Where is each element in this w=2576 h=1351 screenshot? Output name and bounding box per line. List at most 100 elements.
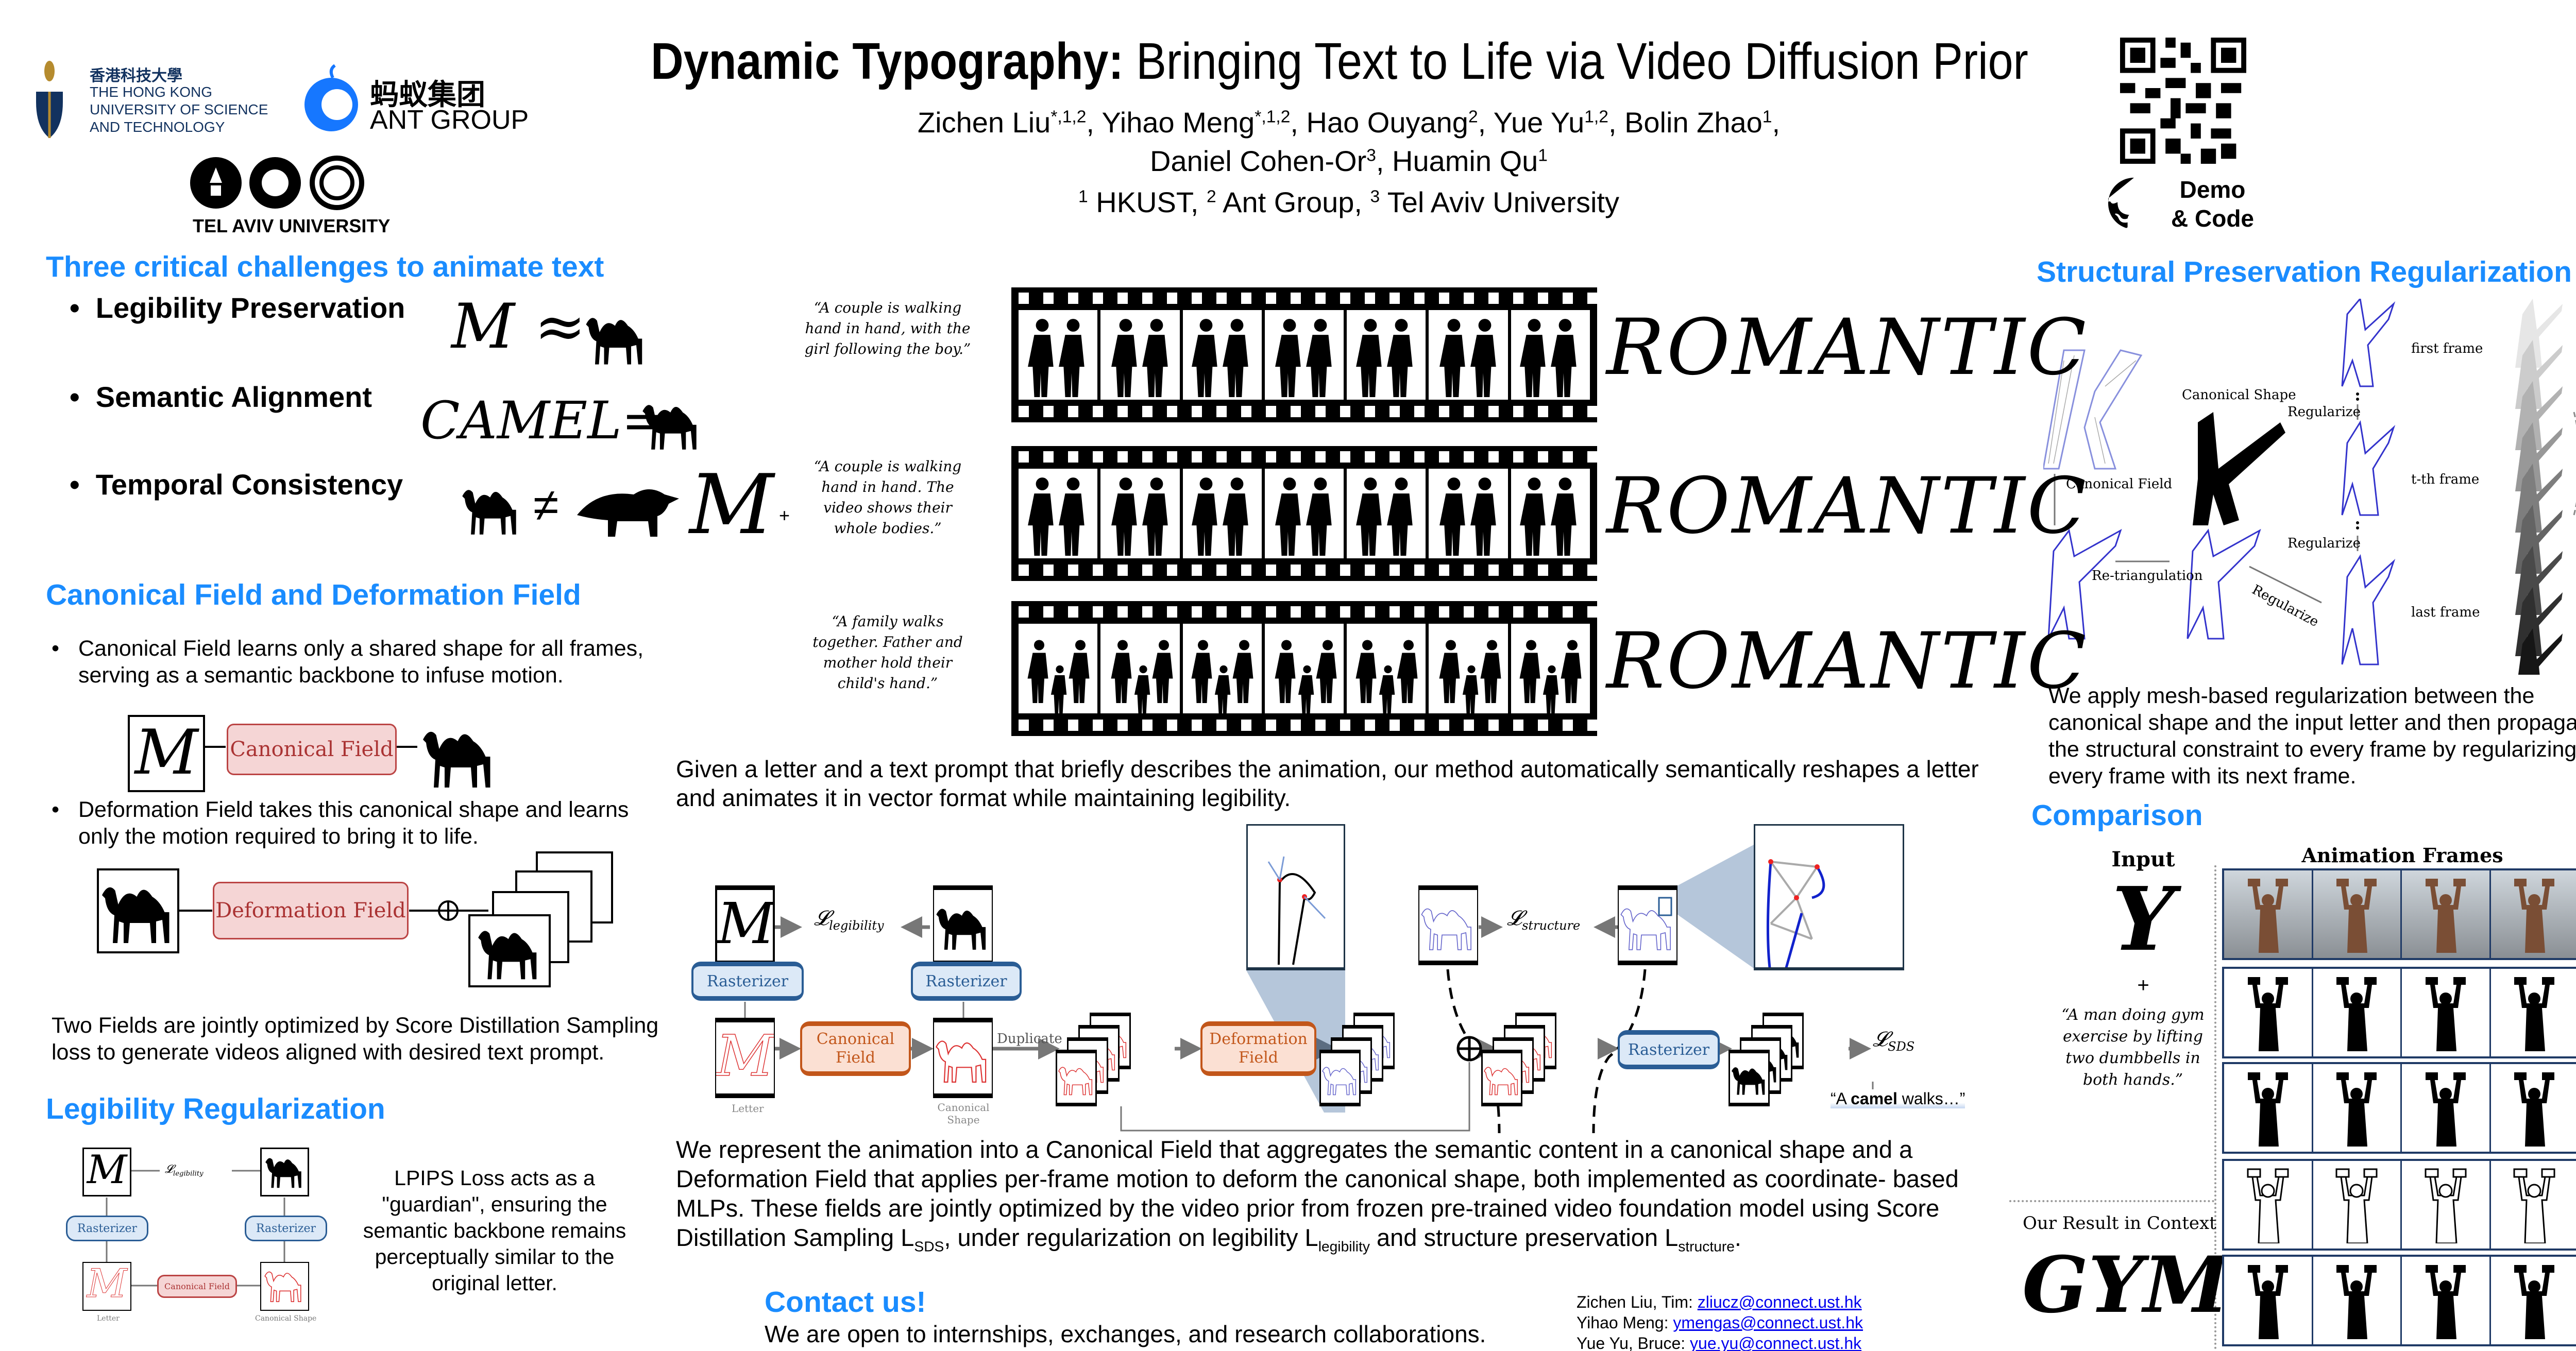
video-frame: [1100, 310, 1180, 400]
video-frame: [1019, 624, 1098, 713]
animated-word: ROMANTIC: [1606, 461, 2089, 551]
comparison-row: [2222, 967, 2576, 1058]
photo-frame: [2425, 879, 2466, 953]
contact-entry: Yue Yu, Bruce: yue.yu@connect.ust.hk: [1577, 1333, 1863, 1351]
affiliation-name: Ant Group,: [1216, 186, 1370, 218]
video-frame: [1429, 624, 1508, 713]
method-description: We represent the animation into a Canoni…: [676, 1135, 1995, 1261]
comparison-row: [2222, 1062, 2576, 1154]
mesh-label-first-frame: first frame: [2411, 341, 2483, 356]
demo-code-link[interactable]: Demo & Code: [2171, 175, 2254, 233]
loss-subscript: legibility: [829, 918, 884, 933]
loss-subscript: legibility: [173, 1170, 204, 1178]
photo-frame: [2336, 879, 2377, 953]
ant-bubble-icon: [304, 64, 358, 131]
legibility-description: LPIPS Loss acts as a "guardian", ensurin…: [363, 1166, 626, 1295]
mesh-label-canonical-field: Canonical Field: [2066, 476, 2173, 492]
title-rest: Bringing Text to Life via Video Diffusio…: [1123, 32, 2028, 90]
rasterizer-box: Rasterizer: [66, 1216, 148, 1241]
desc-text: We represent the animation into a Canoni…: [676, 1136, 1959, 1251]
ghost-frame-silhouette: [2515, 587, 2563, 656]
video-frame: [1182, 310, 1262, 400]
silhouette-figure: [1355, 477, 1413, 556]
plus-symbol: +: [2137, 974, 2149, 997]
lifter-silhouette: [2336, 1265, 2377, 1339]
contact-name: Yihao Meng:: [1577, 1313, 1673, 1332]
letter-m-box: M: [128, 715, 205, 792]
mesh-label-retriangulation: Re-triangulation: [2092, 568, 2203, 584]
video-frame: [1511, 469, 1590, 558]
affiliation-name: Tel Aviv University: [1380, 186, 1619, 218]
contact-email-link[interactable]: ymengas@connect.ust.hk: [1673, 1313, 1863, 1332]
contact-text: We are open to internships, exchanges, a…: [765, 1321, 1486, 1347]
ghost-frame-silhouette: [2515, 381, 2563, 450]
rasterizer-box: Rasterizer: [1618, 1030, 1720, 1069]
ant-name-en: ANT GROUP: [370, 105, 529, 135]
desc-text: , under regularization on legibility L: [944, 1224, 1318, 1251]
comparison-frame: [2313, 1161, 2402, 1249]
comparison-frame: [2402, 969, 2491, 1056]
camel-icon: [1321, 1067, 1357, 1096]
comparison-frame: [2224, 870, 2313, 958]
contact-name: Zichen Liu, Tim:: [1577, 1293, 1698, 1311]
legibility-illustration: M ≈: [451, 296, 586, 358]
desc-text: .: [1734, 1224, 1741, 1251]
prompt-text: walks…”: [1897, 1089, 1965, 1108]
structure-frame-box: [1418, 885, 1478, 965]
ghost-frame-silhouette: [2515, 505, 2563, 574]
silhouette-figure: [1111, 477, 1168, 556]
video-frame: [1264, 624, 1344, 713]
camel-icon: [1483, 1067, 1518, 1096]
author-separator: ,: [1376, 145, 1393, 177]
silhouette-figure: [1439, 640, 1501, 713]
lifter-silhouette: [2247, 1072, 2288, 1147]
structure-loss-label: 𝓛structure: [1507, 907, 1581, 933]
silhouette-figure: [1192, 477, 1248, 556]
qr-code[interactable]: [2120, 38, 2246, 164]
lifter-silhouette: [2247, 977, 2288, 1051]
author-affiliation-mark: *,1,2: [1255, 107, 1291, 127]
triceratops-icon: [577, 489, 679, 537]
contact-entry: Zichen Liu, Tim: zliucz@connect.ust.hk: [1577, 1292, 1863, 1312]
canonical-shape-caption: Canonical Shape: [255, 1314, 317, 1323]
silhouette-figure: [1520, 319, 1577, 397]
input-letter: Y: [2112, 868, 2175, 971]
author-separator: ,: [1478, 106, 1494, 139]
author-affiliation-mark: 1: [1538, 146, 1548, 165]
author-name: Huamin Qu: [1392, 145, 1538, 177]
ghost-frame-silhouette: [2515, 299, 2563, 368]
challenge-label: Temporal Consistency: [95, 468, 403, 501]
silhouette-figure: [1111, 640, 1173, 713]
teaser-caption: Given a letter and a text prompt that br…: [676, 756, 1979, 811]
hkust-name-zh: 香港科技大學: [90, 67, 182, 84]
poster-title: Dynamic Typography: Bringing Text to Lif…: [651, 32, 2028, 91]
frame-stack-card: [1319, 1050, 1361, 1106]
author-affiliation-mark: 3: [1366, 146, 1376, 165]
fields-arrows: [205, 746, 417, 748]
mesh-label-regularize: Regularize: [2287, 404, 2361, 420]
lifter-silhouette: [2247, 1265, 2288, 1339]
mesh-label-regularize: Regularize: [2287, 536, 2361, 551]
video-frame: [1511, 624, 1590, 713]
video-frame: [1511, 310, 1590, 400]
video-frame: [1429, 469, 1508, 558]
neq-symbol: ≠: [533, 480, 559, 531]
video-frame: [1347, 469, 1426, 558]
camel-icon: [1731, 1067, 1765, 1095]
authors-line-1: Zichen Liu*,1,2, Yihao Meng*,1,2, Hao Ou…: [599, 106, 2098, 139]
affiliation-name: HKUST,: [1088, 186, 1207, 218]
github-icon[interactable]: [2108, 178, 2160, 229]
ghost-frame-silhouette: [2515, 464, 2563, 533]
legibility-loss-label: 𝓛legibility: [165, 1163, 204, 1178]
contact-email-link[interactable]: yue.yu@connect.ust.hk: [1690, 1334, 1862, 1351]
sds-loss-label: 𝓛SDS: [1873, 1028, 1915, 1054]
filmstrip-frames: [1019, 469, 1590, 558]
fields-bullet-text: Deformation Field takes this canonical s…: [78, 797, 629, 849]
author-affiliation-mark: *,1,2: [1050, 107, 1087, 127]
legibility-heading: Legibility Regularization: [46, 1092, 385, 1125]
sprocket-holes: [1011, 451, 1597, 463]
video-frame: [1182, 624, 1262, 713]
contact-email-link[interactable]: zliucz@connect.ust.hk: [1697, 1293, 1862, 1311]
frame-stack-card: [1056, 1050, 1097, 1106]
